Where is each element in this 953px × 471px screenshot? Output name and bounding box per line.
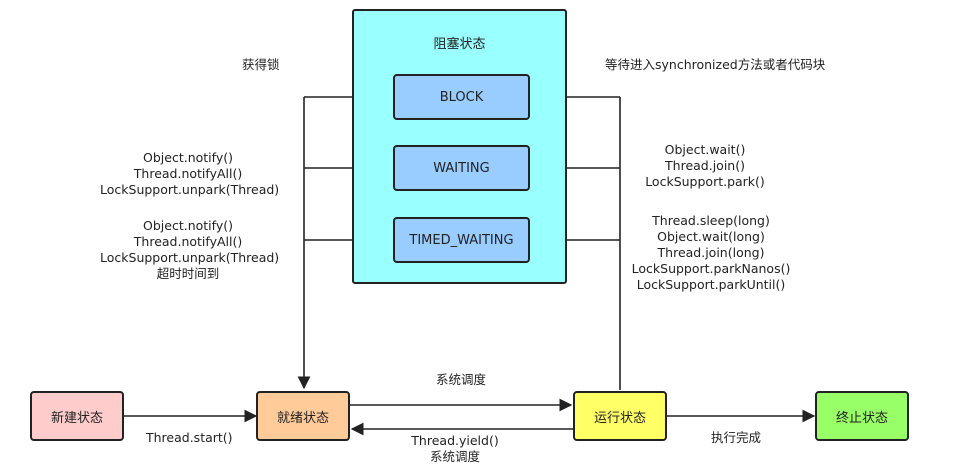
finish-label: 执行完成 <box>711 430 762 445</box>
notify-timed-label: Object.notify() Thread.notifyAll() LockS… <box>100 218 280 282</box>
to-timed-line: Thread.join(long) <box>657 245 765 260</box>
state-new: 新建状态 <box>30 391 124 441</box>
notify-timed-line: 超时时间到 <box>156 266 220 281</box>
to-waiting-line: Object.wait() <box>664 142 746 157</box>
yield-line: Thread.yield() <box>411 433 499 448</box>
state-timed-waiting: TIMED_WAITING <box>393 217 530 263</box>
to-timed-line: Thread.sleep(long) <box>652 213 770 228</box>
state-ready: 就绪状态 <box>256 391 350 441</box>
to-waiting-line: Thread.join() <box>665 158 745 173</box>
notify-timed-line: Thread.notifyAll() <box>133 234 243 249</box>
to-timed-line: LockSupport.parkNanos() <box>631 261 791 276</box>
thread-start-label: Thread.start() <box>146 430 233 445</box>
to-timed-label: Thread.sleep(long) Object.wait(long) Thr… <box>626 213 796 293</box>
state-block: BLOCK <box>393 74 530 120</box>
notify-waiting-line: Object.notify() <box>143 150 233 165</box>
state-terminated: 终止状态 <box>815 391 909 441</box>
notify-timed-line: Object.notify() <box>143 218 233 233</box>
to-timed-line: LockSupport.parkUntil() <box>636 277 786 292</box>
to-waiting-line: LockSupport.park() <box>645 174 765 189</box>
scheduling-label: 系统调度 <box>436 372 487 387</box>
to-waiting-label: Object.wait() Thread.join() LockSupport.… <box>630 142 780 190</box>
yield-label: Thread.yield() 系统调度 <box>400 433 510 465</box>
acquire-lock-label: 获得锁 <box>242 57 280 72</box>
state-running: 运行状态 <box>573 391 667 441</box>
notify-timed-line: LockSupport.unpark(Thread) <box>100 250 280 265</box>
yield-line: 系统调度 <box>429 449 480 464</box>
wait-sync-label: 等待进入synchronized方法或者代码块 <box>605 57 826 72</box>
to-timed-line: Object.wait(long) <box>657 229 765 244</box>
notify-waiting-line: Thread.notifyAll() <box>133 166 243 181</box>
state-waiting: WAITING <box>393 145 530 191</box>
notify-waiting-line: LockSupport.unpark(Thread) <box>100 182 280 197</box>
blocked-group-title: 阻塞状态 <box>433 37 486 52</box>
notify-waiting-label: Object.notify() Thread.notifyAll() LockS… <box>100 150 280 198</box>
